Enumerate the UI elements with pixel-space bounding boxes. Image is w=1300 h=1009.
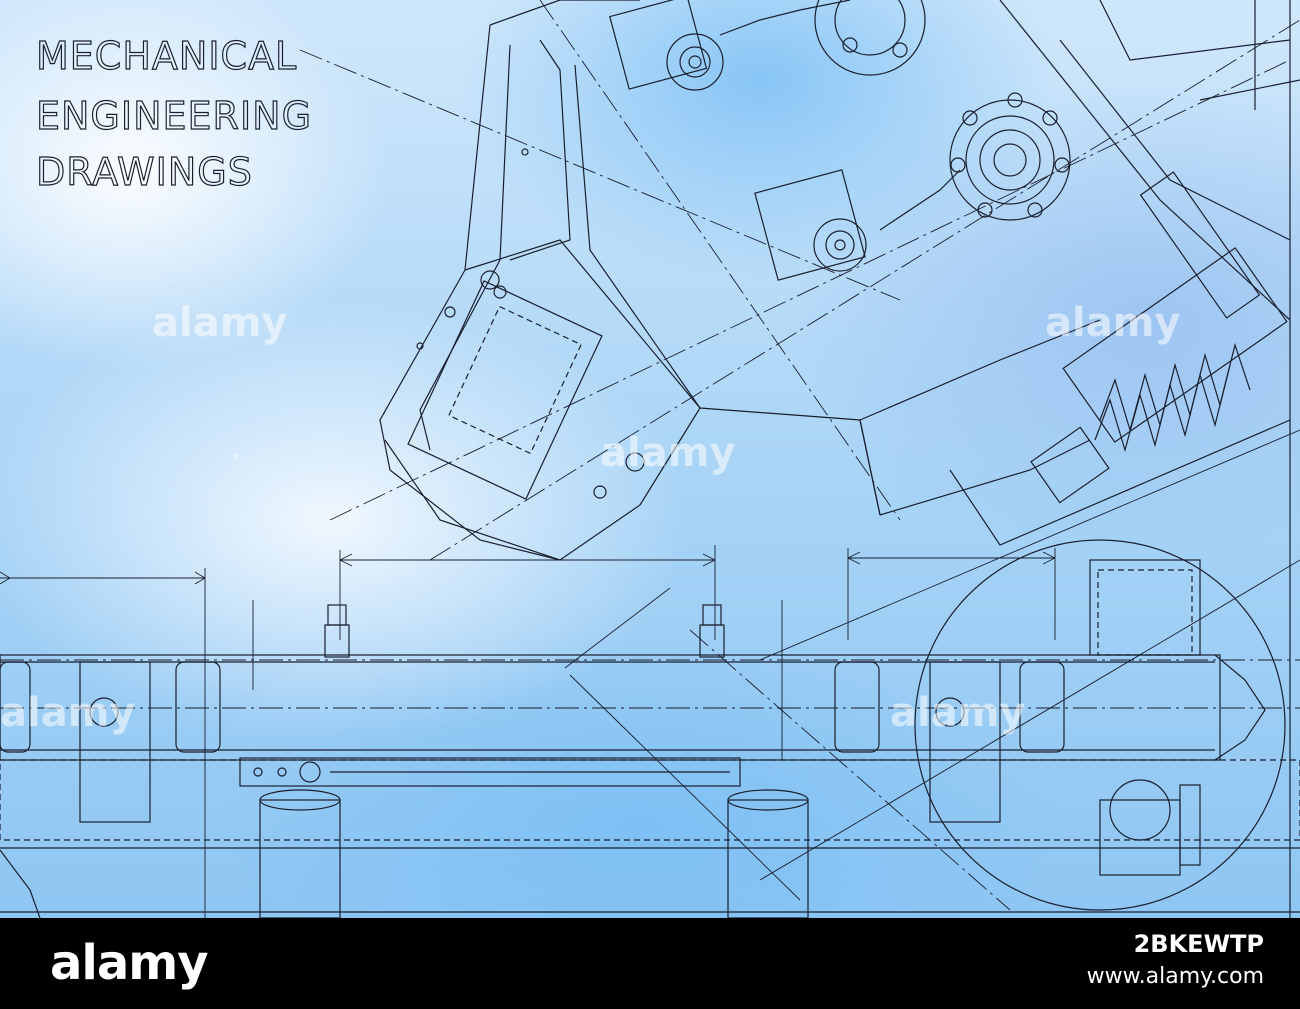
rail-beam [0, 654, 1300, 913]
detail-circle [914, 539, 1286, 911]
watermark: alamy [1045, 300, 1181, 346]
site-url: www.alamy.com [1086, 964, 1264, 989]
title-line-mechanical: MECHANICAL [35, 33, 298, 78]
flange-assemblies [609, 0, 1071, 281]
spring-mechanism [1030, 171, 1288, 504]
watermark: alamy [152, 300, 288, 346]
footer-image-info: 2BKEWTP www.alamy.com [1087, 930, 1264, 989]
blue-blueprint-background [0, 0, 1300, 918]
watermark-dot: · [230, 440, 242, 475]
title-line-engineering: ENGINEERING [35, 93, 313, 138]
support-brackets [0, 559, 1201, 876]
watermark: alamy [0, 690, 136, 736]
rail-bolts [253, 604, 725, 783]
dimension-lines [0, 429, 1300, 918]
arm-housing [379, 0, 1300, 561]
watermark: alamy [600, 430, 736, 476]
frame-lines [1254, 0, 1291, 918]
image-id: 2BKEWTP [1133, 930, 1264, 958]
center-lines [0, 0, 1300, 911]
footer-bar [0, 918, 1300, 1009]
arm-bolts [416, 148, 645, 499]
title-line-drawings: DRAWINGS [35, 149, 253, 194]
support-legs [0, 789, 809, 918]
footer-brand-logo: alamy [50, 935, 209, 991]
mechanical-drawing [0, 0, 1300, 918]
watermark: alamy [890, 690, 1026, 736]
